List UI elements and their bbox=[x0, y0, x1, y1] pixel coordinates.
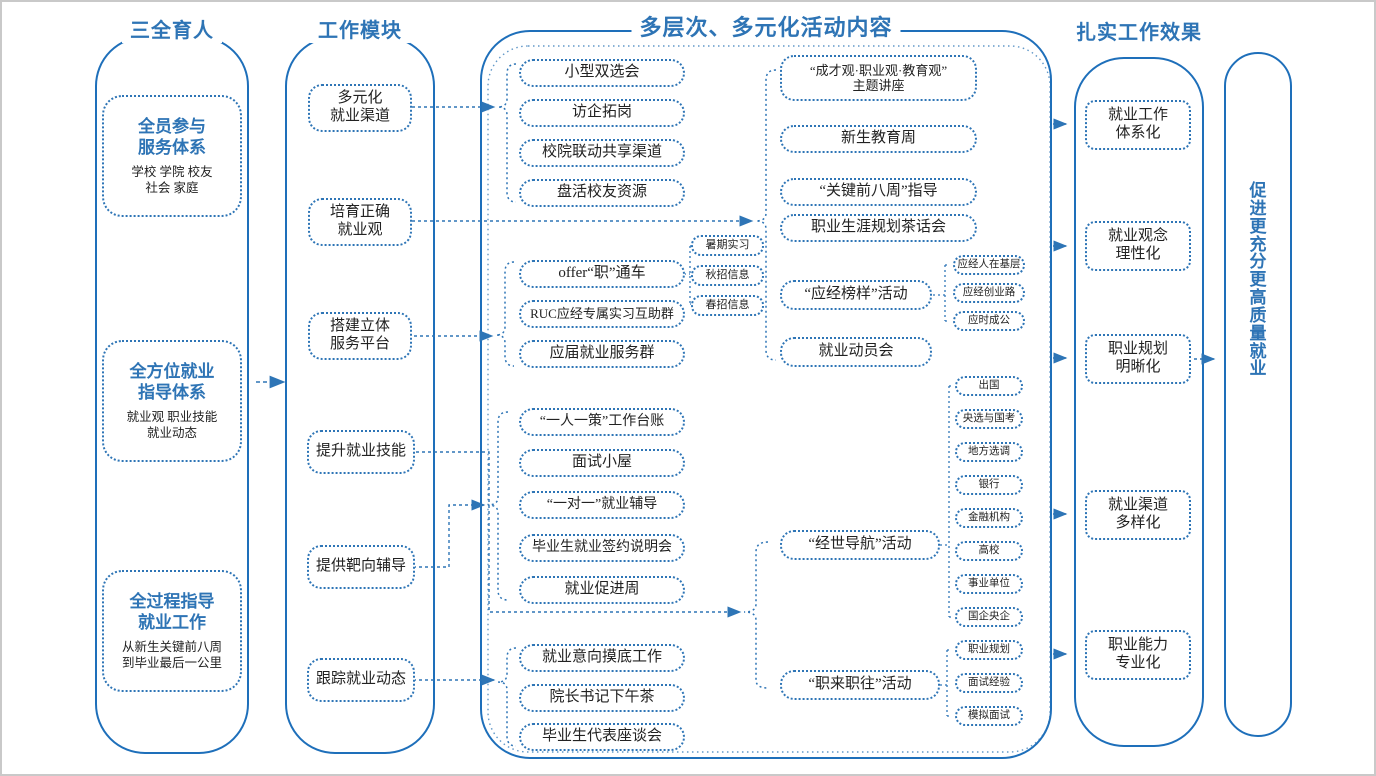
box-sanquan-1-heading: 全员参与 服务体系 bbox=[138, 116, 206, 157]
mini-spring-recruit: 春招信息 bbox=[691, 295, 764, 316]
module-channels: 多元化 就业渠道 bbox=[308, 84, 412, 132]
brace-skills bbox=[487, 411, 509, 601]
activity-alumni-resources: 盘活校友资源 bbox=[519, 179, 685, 207]
mini-bank: 银行 bbox=[955, 475, 1023, 495]
box-sanquan-2-heading: 全方位就业 指导体系 bbox=[129, 361, 215, 402]
title-col3: 多层次、多元化活动内容 bbox=[631, 10, 901, 42]
brace-outlook bbox=[755, 69, 777, 361]
mini-interview-experience: 面试经验 bbox=[955, 673, 1023, 693]
activity-intention-survey: 就业意向摸底工作 bbox=[519, 644, 685, 672]
title-col4: 扎实工作效果 bbox=[1068, 16, 1210, 45]
arrow-skills-to-guide bbox=[416, 451, 742, 618]
activity-employment-week: 就业促进周 bbox=[519, 576, 685, 604]
bracket-career-paths bbox=[940, 385, 954, 618]
activity-company-visits: 访企拓岗 bbox=[519, 99, 685, 127]
container-goal-pill bbox=[1224, 52, 1292, 737]
brace-platform bbox=[495, 261, 515, 367]
module-skills: 提升就业技能 bbox=[307, 430, 415, 474]
activity-job-fair: 小型双选会 bbox=[519, 59, 685, 87]
activity-signing-session: 毕业生就业签约说明会 bbox=[519, 534, 685, 562]
title-col2: 工作模块 bbox=[310, 14, 410, 43]
goal-text: 促 进 更 充 分 更 高 质 量 就 业 bbox=[1249, 181, 1267, 379]
activity-one-on-one: “一对一”就业辅导 bbox=[519, 491, 685, 519]
mini-local-selection: 地方选调 bbox=[955, 442, 1023, 462]
mini-state-enterprise: 国企央企 bbox=[955, 607, 1023, 627]
activity-offer-express: offer“职”通车 bbox=[519, 260, 685, 288]
arrow-targeted bbox=[413, 499, 486, 568]
container-effects bbox=[1074, 57, 1204, 747]
bracket-interview bbox=[940, 649, 952, 717]
effect-systematic: 就业工作 体系化 bbox=[1085, 100, 1191, 150]
box-sanquan-1: 全员参与 服务体系 学校 学院 校友 社会 家庭 bbox=[102, 95, 242, 217]
effect-diverse-channels: 就业渠道 多样化 bbox=[1085, 490, 1191, 540]
mini-university: 高校 bbox=[955, 541, 1023, 561]
activity-first-eight-weeks: “关键前八周”指导 bbox=[780, 178, 977, 206]
box-sanquan-1-body: 学校 学院 校友 社会 家庭 bbox=[131, 165, 213, 196]
activity-job-to-job: “职来职往”活动 bbox=[780, 670, 940, 700]
module-targeted: 提供靶向辅导 bbox=[307, 545, 415, 589]
activity-shared-channels: 校院联动共享渠道 bbox=[519, 139, 685, 167]
activity-role-model: “应经榜样”活动 bbox=[780, 280, 932, 310]
box-sanquan-3: 全过程指导 就业工作 从新生关键前八周 到毕业最后一公里 bbox=[102, 570, 242, 692]
title-col1: 三全育人 bbox=[122, 14, 222, 43]
activity-freshman-week: 新生教育周 bbox=[780, 125, 977, 153]
module-platform: 搭建立体 服务平台 bbox=[308, 312, 412, 360]
mini-mock-interview: 模拟面试 bbox=[955, 706, 1023, 726]
activity-interview-house: 面试小屋 bbox=[519, 449, 685, 477]
activity-theme-lecture: “成才观·职业观·教育观” 主题讲座 bbox=[780, 55, 977, 101]
effect-rational: 就业观念 理性化 bbox=[1085, 221, 1191, 271]
mini-financial-institution: 金融机构 bbox=[955, 508, 1023, 528]
mini-grassroots: 应经人在基层 bbox=[953, 255, 1025, 275]
brace-channels bbox=[497, 63, 517, 203]
activity-career-tea-party: 职业生涯规划茶话会 bbox=[780, 214, 977, 242]
activity-graduate-forum: 毕业生代表座谈会 bbox=[519, 723, 685, 751]
effect-professional-ability: 职业能力 专业化 bbox=[1085, 630, 1191, 680]
activity-one-person-one-plan: “一人一策”工作台账 bbox=[519, 408, 685, 436]
box-sanquan-2-body: 就业观 职业技能 就业动态 bbox=[126, 410, 218, 441]
mini-career-planning: 职业规划 bbox=[955, 640, 1023, 660]
module-outlook: 培育正确 就业观 bbox=[308, 198, 412, 246]
mini-entrepreneurship: 应经创业路 bbox=[953, 283, 1025, 303]
bracket-role-models bbox=[933, 264, 950, 322]
activity-jingshi-guide: “经世导航”活动 bbox=[780, 530, 940, 560]
activity-dean-tea: 院长书记下午茶 bbox=[519, 684, 685, 712]
mini-summer-internship: 暑期实习 bbox=[691, 235, 764, 256]
activity-graduate-service-group: 应届就业服务群 bbox=[519, 340, 685, 368]
box-sanquan-3-heading: 全过程指导 就业工作 bbox=[129, 591, 215, 632]
activity-internship-group: RUC应经专属实习互助群 bbox=[519, 300, 685, 328]
activity-mobilization: 就业动员会 bbox=[780, 337, 932, 367]
module-tracking: 跟踪就业动态 bbox=[307, 658, 415, 702]
mini-civil-service: 应时成公 bbox=[953, 311, 1025, 331]
mini-central-exam: 央选与国考 bbox=[955, 409, 1023, 429]
box-sanquan-3-body: 从新生关键前八周 到毕业最后一公里 bbox=[121, 640, 222, 671]
activities-dotted-frame bbox=[487, 45, 1051, 753]
effect-clear-planning: 职业规划 明晰化 bbox=[1085, 334, 1191, 384]
brace-tracking bbox=[497, 647, 517, 747]
mini-autumn-recruit: 秋招信息 bbox=[691, 265, 764, 286]
brace-activities-right bbox=[743, 541, 769, 689]
mini-public-institution: 事业单位 bbox=[955, 574, 1023, 594]
box-sanquan-2: 全方位就业 指导体系 就业观 职业技能 就业动态 bbox=[102, 340, 242, 462]
mini-abroad: 出国 bbox=[955, 376, 1023, 396]
